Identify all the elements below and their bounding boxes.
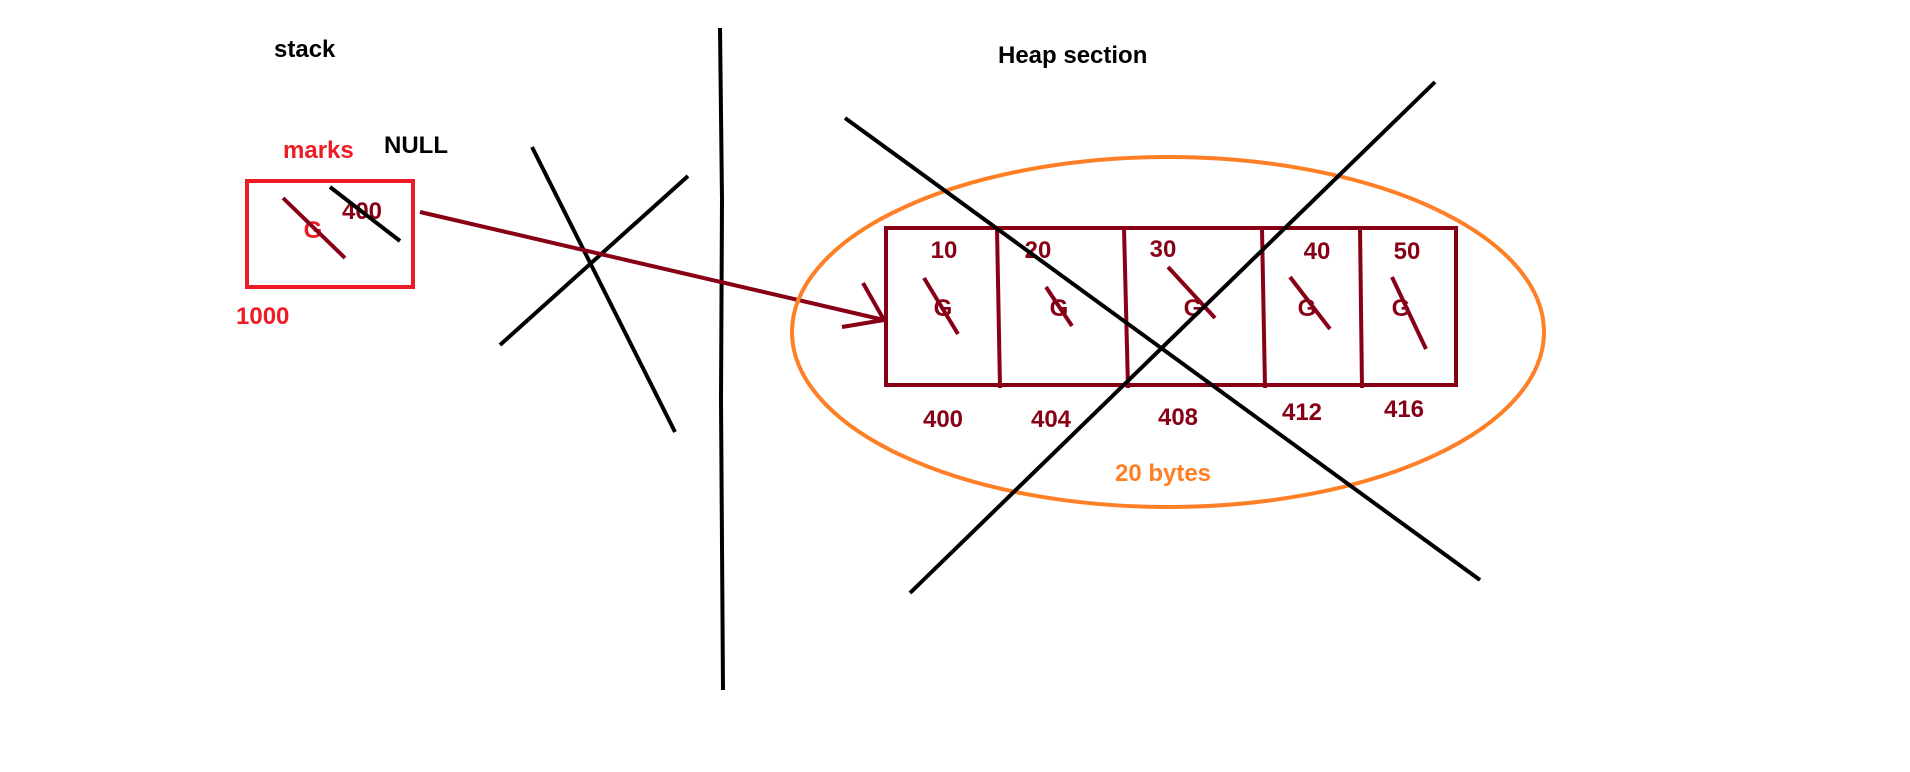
heap-cross-stroke-2 — [908, 80, 1437, 595]
heap-size-label: 20 bytes — [1115, 460, 1211, 487]
heap-cell-address: 400 — [923, 406, 963, 433]
marks-label: marks — [283, 137, 354, 164]
stack-value-strike — [328, 185, 402, 243]
heap-cell-strike — [1390, 276, 1428, 350]
heap-cells: 10G40020G40430G40840G41250G416 — [922, 227, 1428, 433]
heap-cell-value: 30 — [1150, 236, 1177, 263]
null-label: NULL — [384, 132, 448, 159]
heap-cell-strike — [922, 276, 960, 336]
heap-array-block — [884, 226, 1458, 387]
heap-cell-value: 40 — [1304, 238, 1331, 265]
heap-cell-value: 50 — [1394, 238, 1421, 265]
stack-glyph-strike — [281, 196, 347, 260]
heap-cell-divider — [995, 227, 1002, 389]
heap-cell-address: 408 — [1158, 404, 1198, 431]
heap-cell-glyph: G — [1298, 295, 1317, 322]
stack-cross-stroke-2 — [498, 174, 690, 347]
marks-stack-cell — [245, 179, 415, 289]
heap-cell-divider — [1260, 227, 1267, 389]
heap-cell-strike — [1166, 265, 1217, 320]
heap-title: Heap section — [998, 42, 1147, 69]
heap-allocation-region — [790, 155, 1546, 509]
heap-cell-address: 404 — [1031, 406, 1072, 433]
heap-cell-divider — [1358, 227, 1364, 389]
stack-title: stack — [274, 36, 336, 63]
stack-cell-address: 1000 — [236, 303, 289, 330]
heap-cell-address: 412 — [1282, 399, 1322, 426]
pointer-arrow — [419, 210, 886, 329]
stack-cross-stroke-1 — [530, 146, 677, 433]
heap-cell-strike — [1044, 285, 1074, 328]
stack-heap-divider — [718, 27, 725, 691]
heap-cell-strike — [1288, 275, 1332, 331]
heap-cell-value: 10 — [931, 237, 958, 264]
heap-cell-address: 416 — [1384, 396, 1424, 423]
heap-cell-divider — [1122, 227, 1130, 389]
